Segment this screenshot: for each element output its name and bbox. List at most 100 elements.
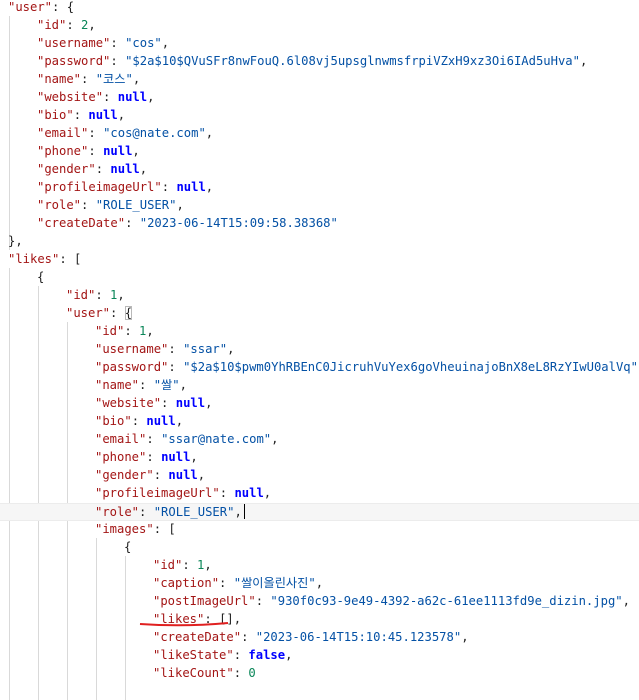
code-line[interactable]: "website": null,: [0, 88, 639, 106]
code-line[interactable]: "likes": [],: [0, 610, 639, 628]
token-key: "phone": [95, 450, 147, 464]
token-pun: ,: [197, 468, 206, 482]
code-line[interactable]: "website": null,: [0, 394, 639, 412]
code-line[interactable]: "id": 1,: [0, 322, 639, 340]
token-pun: :: [182, 558, 198, 572]
code-line[interactable]: "id": 1,: [0, 286, 639, 304]
token-str: "코스": [95, 72, 133, 86]
token-pun: :: [255, 594, 271, 608]
token-pun: :: [161, 396, 176, 410]
token-pun: :: [73, 108, 89, 122]
token-key: "email": [95, 432, 147, 446]
token-pun: ,: [132, 144, 140, 158]
code-line[interactable]: "email": "cos@nate.com",: [0, 124, 639, 142]
token-pun: ,: [176, 198, 184, 212]
code-line[interactable]: "profileimageUrl": null,: [0, 484, 639, 502]
token-key: "likes": [153, 612, 205, 626]
token-pun: :: [81, 198, 96, 212]
code-line[interactable]: "username": "cos",: [0, 34, 639, 52]
token-str: "$2a$10$pwm0YhRBEnC0JicruhVuYex6goVheuin…: [183, 360, 638, 374]
code-line[interactable]: "bio": null,: [0, 412, 639, 430]
indent-guide: [125, 556, 126, 700]
token-pun: :: [204, 612, 220, 626]
token-pun: ,: [234, 505, 242, 519]
code-line[interactable]: "email": "ssar@nate.com",: [0, 430, 639, 448]
code-line[interactable]: {: [0, 268, 639, 286]
code-line[interactable]: "createDate": "2023-06-14T15:10:45.12357…: [0, 628, 639, 646]
code-line[interactable]: "role": "ROLE_USER",: [0, 503, 639, 521]
token-pun: ,: [263, 486, 272, 500]
code-line[interactable]: },: [0, 232, 639, 250]
token-key: "name": [95, 378, 140, 392]
token-pun: ,: [88, 18, 96, 32]
token-pun: :: [95, 288, 111, 302]
token-kw: null: [146, 414, 176, 428]
token-num: 0: [248, 666, 256, 680]
token-key: "postImageUrl": [153, 594, 256, 608]
code-line[interactable]: "likes": [: [0, 250, 639, 268]
code-line[interactable]: "gender": null,: [0, 466, 639, 484]
code-line[interactable]: "profileimageUrl": null,: [0, 178, 639, 196]
red-underline-annotation: [139, 622, 229, 627]
token-key: "password": [37, 54, 111, 68]
token-key: "gender": [37, 162, 96, 176]
code-line[interactable]: "password": "$2a$10$pwm0YhRBEnC0JicruhVu…: [0, 358, 639, 376]
token-key: "username": [37, 36, 111, 50]
token-str: "ROLE_USER": [153, 505, 235, 519]
code-line[interactable]: "phone": null,: [0, 142, 639, 160]
token-pun: :: [219, 576, 234, 590]
token-key: "username": [95, 342, 169, 356]
code-line[interactable]: "role": "ROLE_USER",: [0, 196, 639, 214]
code-line[interactable]: "name": "코스",: [0, 70, 639, 88]
code-line[interactable]: "user": {: [0, 304, 639, 322]
code-line[interactable]: "likeCount": 0: [0, 664, 639, 682]
code-line[interactable]: "createDate": "2023-06-14T15:09:58.38368…: [0, 214, 639, 232]
code-line[interactable]: {: [0, 538, 639, 556]
token-kw: null: [175, 396, 206, 410]
token-kw: null: [168, 468, 198, 482]
token-pun: :: [110, 54, 126, 68]
token-kw: null: [103, 144, 133, 158]
code-line[interactable]: "gender": null,: [0, 160, 639, 178]
token-kw: null: [117, 90, 148, 104]
code-line[interactable]: "images": [: [0, 520, 639, 538]
token-pun: ,: [580, 54, 588, 68]
code-line[interactable]: "password": "$2a$10$QVuSFr8nwFouQ.6l08vj…: [0, 52, 639, 70]
token-pun: :: [103, 90, 118, 104]
token-pun: :: [131, 414, 147, 428]
code-line[interactable]: "phone": null,: [0, 448, 639, 466]
token-key: "createDate": [37, 216, 126, 230]
token-pun: ,: [461, 630, 469, 644]
code-line[interactable]: "user": {: [0, 0, 639, 16]
code-line[interactable]: "caption": "쌀이올린사진",: [0, 574, 639, 592]
code-line[interactable]: "likeState": false,: [0, 646, 639, 664]
code-line[interactable]: "name": "쌀",: [0, 376, 639, 394]
code-line[interactable]: "id": 1,: [0, 556, 639, 574]
token-key: "images": [95, 522, 154, 536]
token-pun: ,: [205, 396, 213, 410]
token-str: "cos@nate.com": [103, 126, 206, 140]
token-pun: :: [219, 486, 235, 500]
token-pun: ,: [285, 648, 293, 662]
token-pun: :: [110, 36, 126, 50]
code-line[interactable]: "postImageUrl": "930f0c93-9e49-4392-a62c…: [0, 592, 639, 610]
code-line[interactable]: "bio": null,: [0, 106, 639, 124]
token-pun: :: [153, 468, 169, 482]
indent-guide: [9, 16, 10, 250]
token-key: "likes": [8, 252, 60, 266]
token-pun: ,: [205, 126, 214, 140]
token-pun: ,: [179, 378, 187, 392]
token-key: "role": [95, 505, 140, 519]
token-str: "ssar@nate.com": [161, 432, 272, 446]
token-str: "ROLE_USER": [95, 198, 177, 212]
code-line[interactable]: "username": "ssar",: [0, 340, 639, 358]
token-pun: ,: [622, 594, 630, 608]
token-pun: },: [8, 234, 23, 248]
token-key: "bio": [37, 108, 74, 122]
token-kw: null: [161, 450, 191, 464]
token-pun: :: [233, 648, 249, 662]
code-line[interactable]: "id": 2,: [0, 16, 639, 34]
token-pun: : {: [52, 0, 75, 14]
token-str: "쌀": [153, 378, 180, 392]
